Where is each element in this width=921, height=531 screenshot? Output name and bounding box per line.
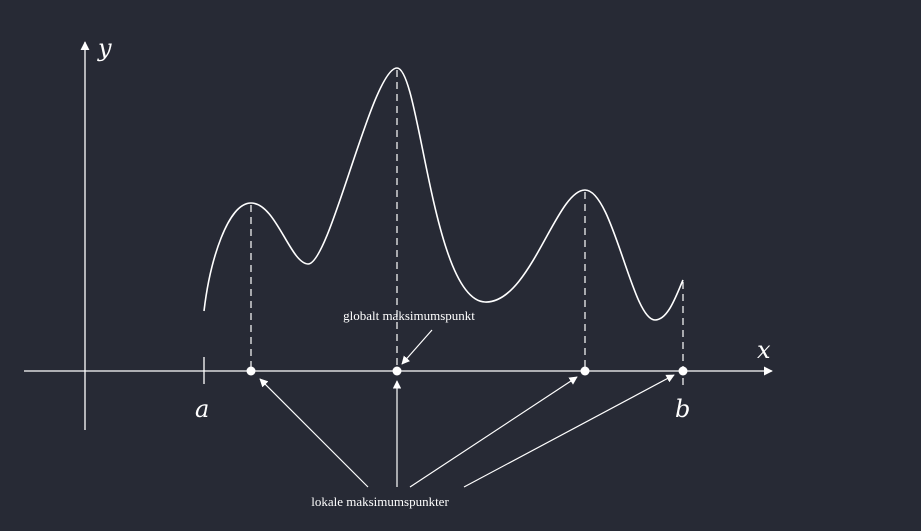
x-axis-label: x: [757, 336, 771, 364]
local-max-annotation: lokale maksimumspunkter: [311, 494, 449, 509]
local-max-arrow-3: [409, 376, 578, 488]
point-global-max: [392, 366, 402, 376]
label-b: b: [675, 395, 690, 423]
y-axis-label: y: [97, 34, 112, 62]
global-max-annotation: globalt maksimumspunkt: [343, 308, 475, 323]
local-max-arrow-1: [259, 378, 369, 488]
local-max-arrow-4: [463, 374, 675, 488]
point-endpoint-b: [678, 366, 688, 376]
point-local-max-1: [246, 366, 256, 376]
global-max-arrow: [401, 329, 433, 365]
label-a: a: [195, 395, 209, 423]
point-local-max-3: [580, 366, 590, 376]
function-curve: [203, 67, 684, 321]
